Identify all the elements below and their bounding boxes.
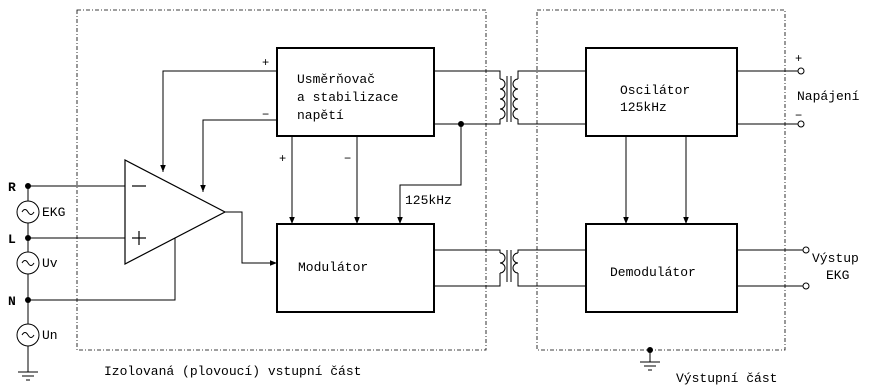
- source-uv-icon: [16, 251, 40, 275]
- amp-output-wire: [225, 211, 277, 266]
- modulator-label: Modulátor: [298, 260, 368, 275]
- source-ekg-label: EKG: [42, 205, 65, 220]
- output-terminal-bottom: [802, 282, 810, 290]
- isolated-section-label: Izolovaná (plovoucí) vstupní část: [104, 364, 361, 379]
- source-uv-label: Uv: [42, 256, 58, 271]
- demodulator-block: [585, 223, 738, 313]
- oscillator-label-2: 125kHz: [620, 100, 667, 115]
- output-label-2: EKG: [826, 268, 849, 283]
- node-l: [25, 235, 31, 241]
- modulator-plus-mark: +: [279, 152, 286, 166]
- output-ground-icon: [640, 350, 660, 371]
- demodulator-label: Demodulátor: [610, 265, 696, 280]
- node-r: [25, 183, 31, 189]
- source-un-label: Un: [42, 328, 58, 343]
- output-label-1: Výstup: [812, 251, 859, 266]
- rectifier-minus-mark: −: [262, 108, 269, 122]
- node-n: [25, 297, 31, 303]
- oscillator-block: [585, 47, 738, 137]
- osc-demod-wires: [623, 136, 689, 224]
- rectifier-label-1: Usměrňovač: [297, 72, 375, 87]
- freq-label: 125kHz: [405, 193, 452, 208]
- source-ekg-icon: [16, 200, 40, 224]
- modulator-block: [276, 223, 435, 313]
- terminal-n-label: N: [8, 294, 16, 309]
- terminal-r-label: R: [8, 180, 16, 195]
- oscillator-label-1: Oscilátor: [620, 83, 690, 98]
- rectifier-block: [276, 47, 435, 137]
- rectifier-label-2: a stabilizace: [297, 90, 398, 105]
- modulator-minus-mark: −: [344, 152, 351, 166]
- isolated-section-boundary: [76, 9, 487, 351]
- output-terminal-top: [802, 246, 810, 254]
- transformer-bottom: [434, 249, 586, 287]
- supply-minus-terminal: [797, 120, 805, 128]
- transformer-top: [434, 70, 586, 125]
- rectifier-plus-mark: +: [262, 56, 269, 70]
- output-terminal-wires: [737, 70, 803, 287]
- output-section-label: Výstupní část: [676, 371, 777, 385]
- supply-plus-terminal: [797, 67, 805, 75]
- terminal-l-label: L: [8, 232, 16, 247]
- supply-minus-mark: −: [795, 109, 802, 123]
- input-ground-icon: [18, 371, 38, 381]
- output-section-boundary: [536, 9, 786, 351]
- supply-label: Napájení: [797, 89, 860, 104]
- rectifier-label-3: napětí: [297, 108, 344, 123]
- junction-dot: [458, 121, 464, 127]
- source-un-icon: [16, 323, 40, 347]
- supply-plus-mark: +: [795, 52, 802, 66]
- amp-noninverting-sign: [132, 231, 146, 245]
- supply-wires: [160, 70, 462, 224]
